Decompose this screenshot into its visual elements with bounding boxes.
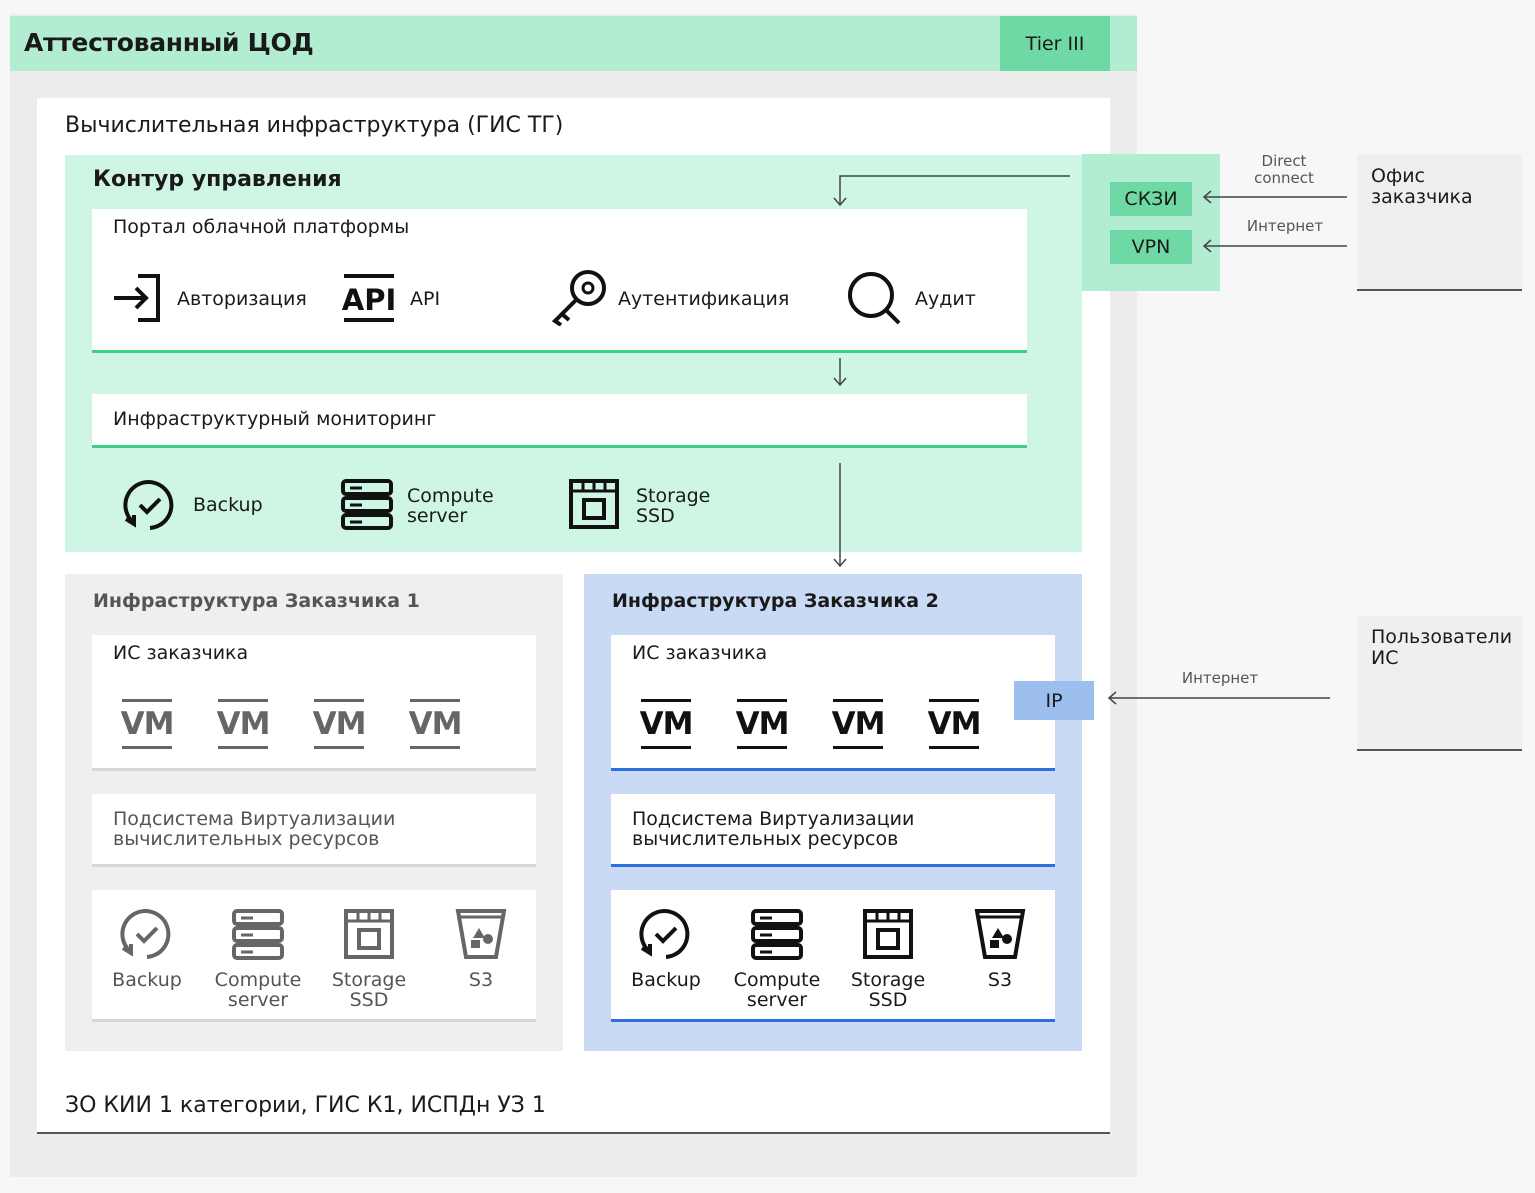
customer-office-line1: Офис <box>1371 165 1425 187</box>
customer2-virtualization-card <box>611 794 1055 867</box>
crypto-gateway <box>1082 154 1220 291</box>
storage-icon <box>344 909 394 959</box>
cloud-portal-card <box>92 209 1027 353</box>
svg-text:API: API <box>342 283 396 317</box>
skzi-badge: СКЗИ <box>1110 182 1192 216</box>
api-icon: API <box>342 274 396 322</box>
server-icon <box>341 479 393 530</box>
customer1-virtualization-card <box>92 794 536 867</box>
s3-bucket-icon <box>974 909 1026 959</box>
storage-label-2: SSD <box>636 505 675 527</box>
customer2-virt-line1: Подсистема Виртуализации <box>632 808 915 830</box>
customer1-is-title: ИС заказчика <box>113 642 249 664</box>
login-icon <box>114 274 160 322</box>
vm-icon: VM <box>832 699 885 749</box>
s3-bucket-icon <box>455 909 507 959</box>
is-users-line1: Пользователи <box>1371 626 1513 648</box>
vpn-badge: VPN <box>1110 230 1192 264</box>
internet-users-label: Интернет <box>1181 669 1259 687</box>
storage-icon <box>569 479 619 529</box>
monitoring-title: Инфраструктурный мониторинг <box>113 408 437 430</box>
data-center-header <box>10 16 1137 71</box>
authorization-label: Авторизация <box>177 288 307 310</box>
audit-label: Аудит <box>915 288 976 310</box>
compute-label-2: server <box>227 989 289 1011</box>
data-center-title: Аттестованный ЦОД <box>24 28 314 57</box>
authentication-label: Аутентификация <box>618 288 790 310</box>
compute-infrastructure-title: Вычислительная инфраструктура (ГИС ТГ) <box>65 113 564 138</box>
internet-office-label: Интернет <box>1246 217 1324 235</box>
customer1-title: Инфраструктура Заказчика 1 <box>93 590 420 612</box>
ip-badge: IP <box>1014 681 1094 720</box>
customer2-is-title: ИС заказчика <box>632 642 768 664</box>
s3-label: S3 <box>468 969 494 991</box>
storage-label-2: SSD <box>868 989 908 1011</box>
is-users-line2: ИС <box>1371 647 1399 669</box>
compute-label-2: server <box>746 989 808 1011</box>
backup-label: Backup <box>112 969 182 991</box>
vm-icon: VM <box>313 699 366 749</box>
storage-icon <box>863 909 913 959</box>
storage-label: Storage <box>850 969 926 991</box>
vm-icon: VM <box>409 699 462 749</box>
vm-icon: VM <box>928 699 981 749</box>
compute-label: Compute <box>733 969 821 991</box>
compliance-footer: ЗО КИИ 1 категории, ГИС К1, ИСПДн УЗ 1 <box>65 1093 546 1118</box>
is-users <box>1357 616 1522 751</box>
server-icon <box>232 909 284 960</box>
vm-icon: VM <box>217 699 270 749</box>
customer1-virt-line1: Подсистема Виртуализации <box>113 808 396 830</box>
backup-label: Backup <box>631 969 701 991</box>
vm-icon: VM <box>121 699 174 749</box>
s3-label: S3 <box>987 969 1013 991</box>
customer-office <box>1357 154 1522 291</box>
key-icon <box>551 270 606 326</box>
storage-label-2: SSD <box>349 989 389 1011</box>
customer2-virt-line2: вычислительных ресурсов <box>632 828 899 850</box>
direct-connect-label-2: connect <box>1254 169 1314 187</box>
backup-icon <box>120 909 171 959</box>
server-icon <box>751 909 803 960</box>
compute-label-2: server <box>407 505 468 527</box>
customer-office-line2: заказчика <box>1371 186 1473 208</box>
customer2-title: Инфраструктура Заказчика 2 <box>612 590 939 612</box>
monitoring-card <box>92 394 1027 448</box>
compute-label: Compute <box>214 969 302 991</box>
api-label: API <box>410 288 441 310</box>
compute-label: Compute <box>407 485 494 507</box>
backup-label: Backup <box>193 494 263 516</box>
storage-label: Storage <box>331 969 407 991</box>
management-contour-title: Контур управления <box>93 167 342 192</box>
vm-icon: VM <box>736 699 789 749</box>
vm-icon: VM <box>640 699 693 749</box>
tier-badge: Tier III <box>1000 16 1110 71</box>
direct-connect-label: Direct <box>1261 152 1307 170</box>
backup-icon <box>123 480 174 530</box>
customer1-virt-line2: вычислительных ресурсов <box>113 828 380 850</box>
storage-label: Storage <box>636 485 711 507</box>
cloud-portal-title: Портал облачной платформы <box>113 216 410 238</box>
search-icon <box>848 272 901 325</box>
backup-icon <box>639 909 690 959</box>
